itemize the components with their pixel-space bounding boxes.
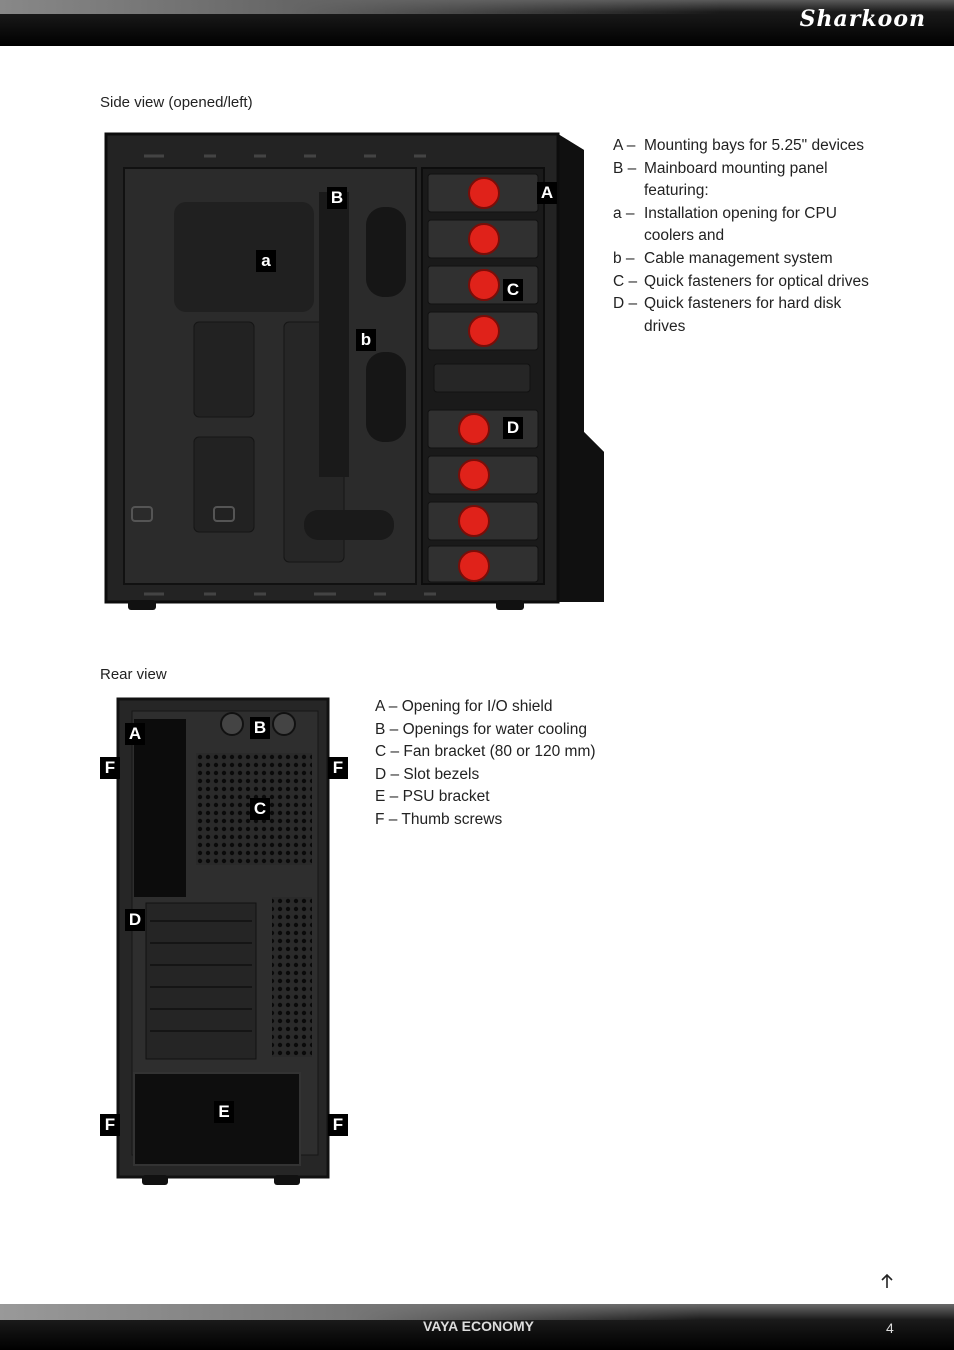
legend-row: B – Mainboard mounting panel <box>613 158 869 181</box>
legend-text: Installation opening for CPU <box>644 204 838 222</box>
arrow-up-icon[interactable] <box>879 1272 895 1290</box>
rear-tag-b: B <box>250 717 270 739</box>
legend-key: b – <box>613 249 635 267</box>
legend-key: B – <box>613 159 637 177</box>
legend-key: D – <box>613 295 638 313</box>
rear-view-legend: A – Opening for I/O shield B – Openings … <box>375 696 596 832</box>
rear-tag-d: D <box>125 909 145 931</box>
side-tag-b-upper: B <box>327 187 347 209</box>
brand-logo: Sharkoon <box>799 6 926 32</box>
side-tag-d: D <box>503 417 523 439</box>
legend-row: B – Openings for water cooling <box>375 720 587 738</box>
legend-text: Cable management system <box>644 249 833 267</box>
side-view-legend: A – Mounting bays for 5.25" devices B – Ma… <box>613 135 869 338</box>
header-shine <box>0 0 720 14</box>
legend-row: featuring: <box>613 180 869 203</box>
legend-row: A – Opening for I/O shield <box>375 698 553 715</box>
page-number: 4 <box>886 1320 894 1336</box>
footer-bar <box>0 1304 954 1350</box>
side-tag-b-lower: b <box>356 329 376 351</box>
legend-row: D – Slot bezels <box>375 765 480 783</box>
legend-row: drives <box>613 316 869 339</box>
legend-row: C – Quick fasteners for optical drives <box>613 271 869 294</box>
rear-tag-f-bottom-right: F <box>328 1114 348 1136</box>
rear-tag-e: E <box>214 1101 234 1123</box>
legend-row: D – Quick fasteners for hard disk <box>613 293 869 316</box>
legend-row: coolers and <box>613 225 869 248</box>
legend-row: F – Thumb screws <box>375 810 503 828</box>
legend-key: C – <box>613 272 638 290</box>
legend-key <box>613 225 644 248</box>
legend-text: featuring: <box>644 182 709 200</box>
side-tag-a-upper: A <box>537 182 557 204</box>
side-view-caption: Side view (opened/left) <box>100 94 253 111</box>
legend-text: Quick fasteners for hard disk <box>644 295 842 313</box>
legend-text: drives <box>644 317 686 335</box>
legend-text: Mounting bays for 5.25" devices <box>644 137 865 154</box>
side-tag-a-lower: a <box>256 250 276 272</box>
legend-text: coolers and <box>644 227 725 245</box>
legend-row: A – Mounting bays for 5.25" devices <box>613 135 869 158</box>
rear-tag-f-top-right: F <box>328 757 348 779</box>
legend-row: b – Cable management system <box>613 248 869 271</box>
legend-text: Quick fasteners for optical drives <box>644 272 869 290</box>
rear-tag-a: A <box>125 723 145 745</box>
legend-key: A – <box>613 137 636 154</box>
rear-view-caption: Rear view <box>100 666 167 683</box>
side-view-photo <box>104 132 604 610</box>
rear-tag-c: C <box>250 798 270 820</box>
legend-key <box>613 316 644 339</box>
legend-text: Mainboard mounting panel <box>644 159 828 177</box>
rear-view-photo <box>116 697 330 1185</box>
legend-key: a – <box>613 204 635 222</box>
legend-row: E – PSU bracket <box>375 788 490 806</box>
legend-row: a – Installation opening for CPU <box>613 203 869 226</box>
legend-key <box>613 180 644 203</box>
footer-shine <box>0 1304 700 1320</box>
rear-tag-f-top-left: F <box>100 757 120 779</box>
side-tag-c: C <box>503 279 523 301</box>
document-title: VAYA ECONOMY <box>423 1318 534 1334</box>
rear-tag-f-bottom-left: F <box>100 1114 120 1136</box>
legend-row: C – Fan bracket (80 or 120 mm) <box>375 743 596 761</box>
header-bar: Sharkoon <box>0 0 954 46</box>
